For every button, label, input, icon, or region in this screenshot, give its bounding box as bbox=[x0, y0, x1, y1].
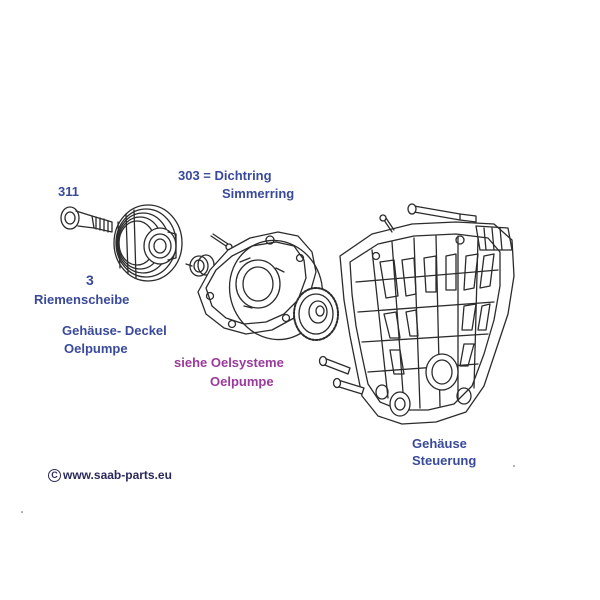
oil-pump-gear bbox=[293, 287, 339, 341]
pulley-riemenscheibe bbox=[113, 204, 183, 282]
housing-bolt-top bbox=[407, 203, 477, 223]
copyright-icon: C bbox=[48, 468, 61, 482]
housing-bolt-left-2 bbox=[332, 377, 365, 395]
label-timing-housing-line1: Gehäuse bbox=[412, 436, 467, 451]
copyright-notice: C www.saab-parts.eu bbox=[48, 468, 172, 482]
label-housing-cover-line1: Gehäuse- Deckel bbox=[62, 323, 167, 338]
stray-dot bbox=[21, 511, 23, 513]
timing-housing bbox=[339, 221, 515, 425]
housing-bolt-left-1 bbox=[318, 355, 351, 375]
label-timing-housing-line2: Steuerung bbox=[412, 453, 477, 468]
small-bolt bbox=[210, 233, 233, 251]
housing-bolt-small-top bbox=[379, 214, 395, 233]
label-part-311: 311 bbox=[58, 184, 79, 199]
label-part-3-name: Riemenscheibe bbox=[34, 292, 130, 307]
bolt-311 bbox=[60, 206, 113, 233]
label-part-303-line1: 303 = Dichtring bbox=[178, 168, 272, 183]
label-part-3-number: 3 bbox=[86, 272, 94, 288]
o-ring-gasket bbox=[228, 239, 324, 341]
label-part-303-line2: Simmerring bbox=[222, 186, 295, 201]
label-housing-cover-line2: Oelpumpe bbox=[64, 341, 128, 356]
label-oil-ref-line1: siehe Oelsysteme bbox=[174, 355, 284, 370]
stray-dot bbox=[513, 465, 515, 467]
copyright-url[interactable]: www.saab-parts.eu bbox=[63, 468, 172, 482]
label-oil-ref-line2: Oelpumpe bbox=[210, 374, 274, 389]
oil-pump-cover bbox=[197, 231, 317, 335]
